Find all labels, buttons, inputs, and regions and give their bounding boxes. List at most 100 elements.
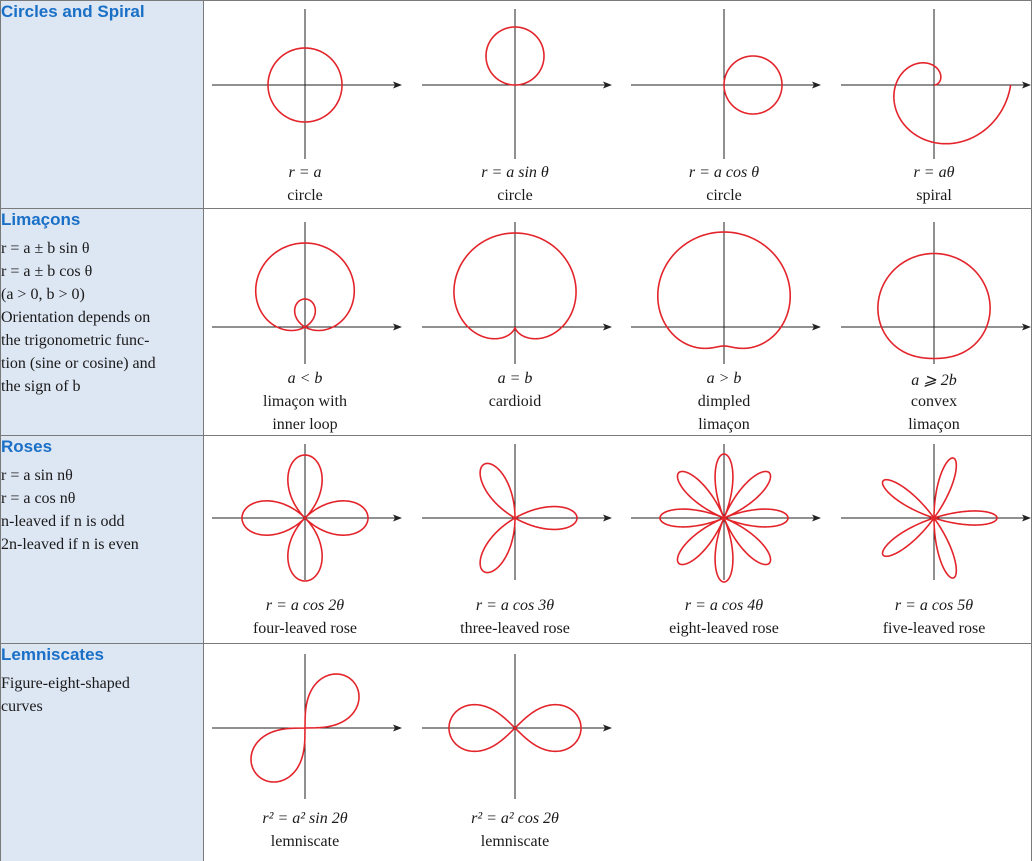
row-limacons: Limaçons r = a ± b sin θ r = a ± b cos θ… xyxy=(0,208,1032,436)
curve-name-label: circle xyxy=(497,187,533,204)
plot-rose3: r = a cos 3θ three-leaved rose xyxy=(420,436,630,643)
rose-odd-note: n-leaved if n is odd xyxy=(1,513,125,530)
equation-label: r = aθ xyxy=(913,164,955,181)
curve-name-label: spiral xyxy=(916,187,952,204)
section-title-limacons: Limaçons xyxy=(1,210,81,229)
x-axis-arrow xyxy=(603,514,612,522)
equation-label: r² = a² cos 2θ xyxy=(471,810,559,827)
plot-circle-right: r = a cos θ circle xyxy=(629,1,839,208)
lemniscate-note-1: Figure-eight-shaped xyxy=(1,675,130,692)
graph-lemniscate-cos xyxy=(422,654,612,799)
plot-lemniscate-cos: r² = a² cos 2θ lemniscate xyxy=(420,644,630,861)
limacon-conditions: (a > 0, b > 0) xyxy=(1,286,85,303)
equation-label: r = a cos 4θ xyxy=(684,597,764,614)
x-axis-arrow xyxy=(393,724,402,732)
curve-name-label: four-leaved rose xyxy=(252,620,358,637)
plot-rose2: r = a cos 2θ four-leaved rose xyxy=(210,436,420,643)
graph-circle-up xyxy=(422,9,612,159)
curve-name-label: lemniscate xyxy=(480,833,550,850)
x-axis-arrow xyxy=(1022,323,1031,331)
section-title-roses: Roses xyxy=(1,437,53,456)
curve-cardioid xyxy=(453,232,577,340)
plots-roses: r = a cos 2θ four-leaved rose r = a cos 3θ… xyxy=(203,435,1032,644)
limacon-eq-cos: r = a ± b cos θ xyxy=(1,263,93,280)
curve-circle-up xyxy=(485,26,545,86)
curve-name-label: limaçon with xyxy=(263,393,347,410)
graph-circle-center xyxy=(212,9,402,159)
curve-name-label: dimpled xyxy=(697,393,751,410)
limacon-note-4: the sign of b xyxy=(1,378,81,395)
equation-label: r = a cos 3θ xyxy=(475,597,555,614)
rose-eq-sin: r = a sin nθ xyxy=(1,467,73,484)
x-axis-arrow xyxy=(812,514,821,522)
plot-cardioid: a = b cardioid xyxy=(420,209,630,435)
x-axis-arrow xyxy=(393,514,402,522)
curve-spiral xyxy=(893,62,1012,145)
curve-rose3 xyxy=(479,462,578,574)
graph-rose4 xyxy=(631,444,821,583)
equation-label: r² = a² sin 2θ xyxy=(262,810,348,827)
x-axis-arrow xyxy=(603,81,612,89)
plot-circle-up: r = a sin θ circle xyxy=(420,1,630,208)
curve-name-label-2: limaçon xyxy=(908,416,960,433)
graph-spiral xyxy=(841,9,1031,159)
x-axis-arrow xyxy=(393,323,402,331)
curve-name-label: three-leaved rose xyxy=(460,620,570,637)
rose-eq-cos: r = a cos nθ xyxy=(1,490,76,507)
curve-name-label-2: limaçon xyxy=(698,416,750,433)
section-title-circles: Circles and Spiral xyxy=(1,2,145,21)
limacon-note-2: the trigonometric func- xyxy=(1,332,150,349)
limacon-note-1: Orientation depends on xyxy=(1,309,151,326)
equation-label: r = a xyxy=(288,164,322,181)
equation-label: r = a cos 5θ xyxy=(894,597,974,614)
equation-label: a > b xyxy=(706,370,742,387)
x-axis-arrow xyxy=(603,724,612,732)
equation-label: r = a cos θ xyxy=(688,164,760,181)
curve-name-label: cardioid xyxy=(488,393,542,410)
equation-label: a = b xyxy=(497,370,533,387)
curve-name-label: convex xyxy=(910,393,958,410)
curve-limacon-convex xyxy=(877,252,991,360)
row-lemniscates: Lemniscates Figure-eight-shaped curves r… xyxy=(0,643,1032,861)
x-axis-arrow xyxy=(1022,514,1031,522)
plot-limacon-dimpled: a > b dimpled limaçon xyxy=(629,209,839,435)
limacon-eq-sin: r = a ± b sin θ xyxy=(1,240,90,257)
x-axis-arrow xyxy=(812,323,821,331)
curve-lemniscate-cos xyxy=(448,703,582,753)
row-roses: Roses r = a sin nθ r = a cos nθ n-leaved… xyxy=(0,435,1032,644)
graph-rose5 xyxy=(841,444,1031,580)
equation-label: a < b xyxy=(287,370,323,387)
graph-rose2 xyxy=(212,444,402,582)
curve-rose4 xyxy=(659,453,789,583)
graph-limacon-dimpled xyxy=(631,222,821,364)
curve-circle-center xyxy=(267,47,343,123)
curve-lemniscate-sin xyxy=(250,673,360,783)
graph-circle-right xyxy=(631,9,821,159)
equation-label: r = a cos 2θ xyxy=(265,597,345,614)
curve-circle-right xyxy=(723,55,783,115)
side-roses: Roses r = a sin nθ r = a cos nθ n-leaved… xyxy=(0,435,204,644)
side-lemniscates: Lemniscates Figure-eight-shaped curves xyxy=(0,643,204,861)
graph-rose3 xyxy=(422,444,612,580)
equation-label: r = a sin θ xyxy=(481,164,549,181)
curve-limacon-inner xyxy=(254,242,356,332)
x-axis-arrow xyxy=(812,81,821,89)
lemniscate-note-2: curves xyxy=(1,698,43,715)
x-axis-arrow xyxy=(393,81,402,89)
graph-limacon-inner xyxy=(212,222,402,364)
x-axis-arrow xyxy=(603,323,612,331)
curve-name-label: circle xyxy=(706,187,742,204)
rose-even-note: 2n-leaved if n is even xyxy=(1,536,139,553)
curve-rose5 xyxy=(881,457,998,579)
